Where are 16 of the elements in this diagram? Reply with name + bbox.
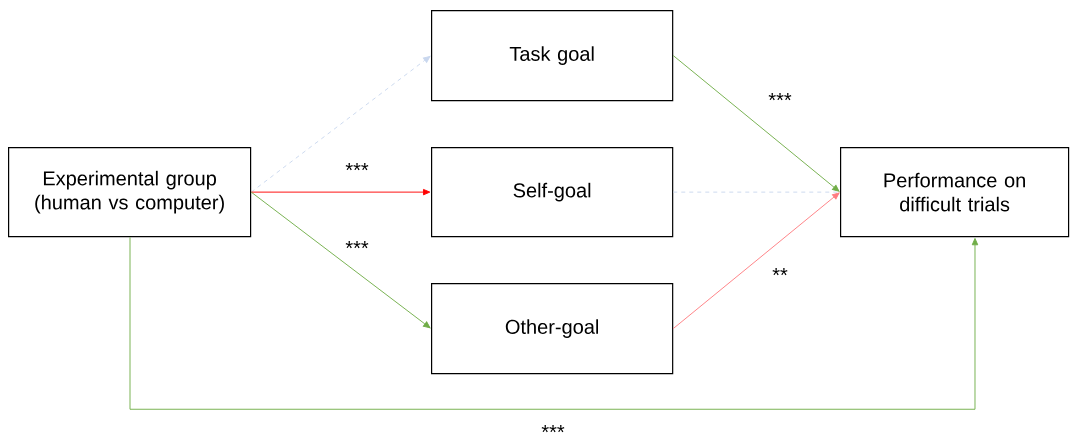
box: Other-goal xyxy=(431,283,674,375)
arrow xyxy=(250,55,431,193)
edge-label: *** xyxy=(540,423,566,441)
edge-label: ** xyxy=(770,266,790,284)
arrow xyxy=(250,191,431,329)
arrow xyxy=(971,238,979,246)
box: Experimental group (human vs computer) xyxy=(8,147,252,238)
box: Task goal xyxy=(431,10,674,102)
edge-label: *** xyxy=(767,91,793,109)
arrow xyxy=(672,55,840,192)
arrow xyxy=(250,188,431,196)
arrow xyxy=(672,192,840,330)
edge-label: *** xyxy=(344,239,370,257)
edge-label: *** xyxy=(344,161,370,179)
box: Self-goal xyxy=(431,147,674,238)
box: Performance on difficult trials xyxy=(840,147,1070,238)
